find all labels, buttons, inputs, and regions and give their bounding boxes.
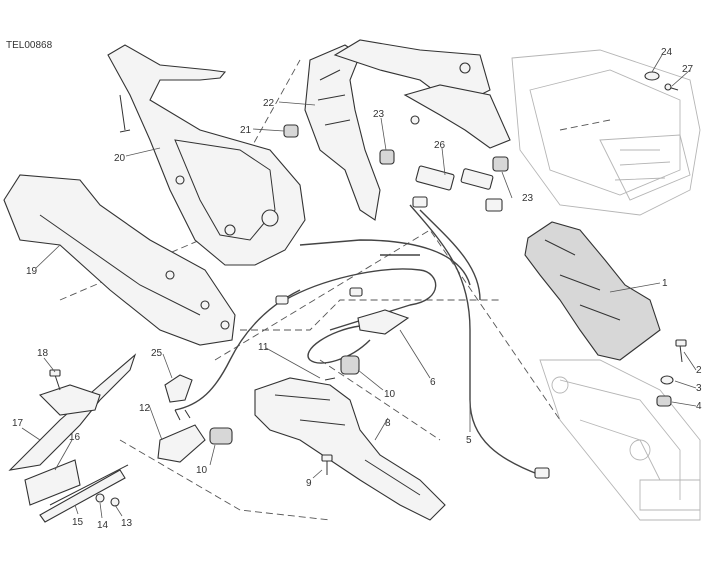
callout-18: 18 — [37, 348, 49, 359]
callout-13: 13 — [121, 518, 133, 529]
callout-12: 12 — [139, 403, 151, 414]
part-11-bolt — [324, 377, 336, 381]
callout-20: 20 — [114, 153, 126, 164]
callout-4: 4 — [696, 401, 702, 412]
part-6-indicator — [307, 309, 410, 364]
part-15-strip — [39, 464, 129, 523]
part-12-indicator — [157, 424, 206, 463]
callout-14: 14 — [97, 520, 109, 531]
callout-26: 26 — [434, 140, 446, 151]
background-frame-sketch — [511, 49, 701, 521]
callout-15: 15 — [72, 517, 84, 528]
part-9-screw — [321, 454, 333, 475]
callout-16: 16 — [69, 432, 81, 443]
callout-8: 8 — [385, 418, 391, 429]
part-19-undertray — [3, 174, 236, 346]
part-26-connector — [415, 165, 494, 191]
callout-22: 22 — [263, 98, 275, 109]
part-5-wiring-harness — [174, 196, 550, 479]
callout-9: 9 — [306, 478, 312, 489]
callout-21: 21 — [240, 125, 252, 136]
parts-24-27-hardware — [644, 71, 679, 91]
upper-frame-rails — [333, 39, 511, 149]
parts-2-3-4-hardware — [656, 339, 687, 407]
callout-17: 17 — [12, 418, 24, 429]
callout-19: 19 — [26, 266, 38, 277]
callout-27: 27 — [682, 64, 694, 75]
callout-25: 25 — [151, 348, 163, 359]
part-25-reflector — [164, 374, 193, 421]
callout-11: 11 — [258, 342, 269, 353]
callout-labels: 1 2 3 4 5 6 8 9 10 10 11 12 13 14 15 16 … — [12, 47, 702, 531]
part-17-plate-arm — [8, 353, 137, 471]
callout-5: 5 — [466, 435, 472, 446]
part-21-grommet — [283, 124, 299, 138]
part-18-screw — [49, 369, 61, 391]
callout-3: 3 — [696, 383, 702, 394]
part-23-grommets — [379, 149, 509, 172]
part-10-grommets — [209, 355, 360, 445]
drawing-code: TEL00868 — [6, 40, 53, 51]
part-8-mount-bracket — [254, 377, 446, 521]
callout-24: 24 — [661, 47, 673, 58]
callout-10-lower: 10 — [196, 465, 208, 476]
callout-6: 6 — [430, 377, 436, 388]
parts-13-14-nuts — [95, 493, 120, 507]
callout-23-lower: 23 — [522, 193, 534, 204]
part-1-plate-holder — [524, 221, 661, 361]
part-20-side-panel — [107, 44, 306, 266]
callout-23-upper: 23 — [373, 109, 385, 120]
callout-2: 2 — [696, 365, 702, 376]
callout-leaders — [21, 54, 697, 519]
callout-10-upper: 10 — [384, 389, 396, 400]
callout-1: 1 — [662, 278, 668, 289]
part-22-bracket — [304, 44, 381, 221]
part-16-reflector-plate — [24, 459, 81, 506]
